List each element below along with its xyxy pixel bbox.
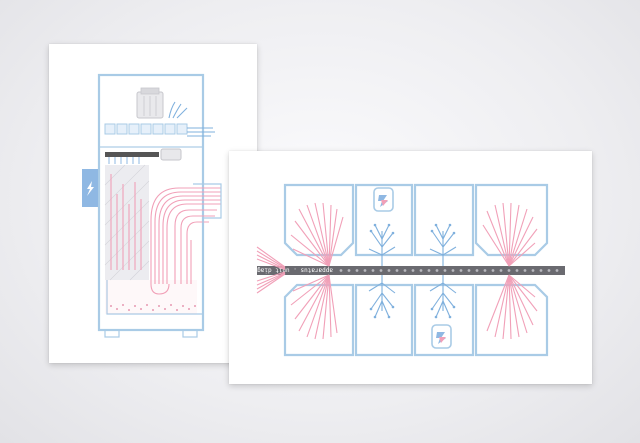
pink-fan-bottom-left bbox=[290, 274, 338, 340]
duct-flow-lines bbox=[150, 187, 221, 295]
belt-rollers bbox=[339, 269, 559, 272]
right-drawing-sheet: apparatus . unit diagram bbox=[229, 151, 592, 384]
emblem-icon bbox=[373, 187, 394, 212]
motor-icon bbox=[136, 87, 164, 119]
belt-label: apparatus . unit diagram bbox=[246, 267, 333, 274]
heat-flow-lines bbox=[110, 174, 142, 270]
left-drawing-sheet bbox=[49, 44, 257, 363]
emblem-icon bbox=[431, 324, 452, 349]
pink-fan-top-left bbox=[290, 202, 344, 267]
inlet-flow-lines bbox=[256, 246, 286, 294]
outlet-pipe bbox=[187, 127, 215, 137]
burner-icon bbox=[105, 148, 182, 164]
fan-icon bbox=[104, 123, 188, 135]
conveyor-belt bbox=[257, 266, 565, 275]
furnace-schematic bbox=[82, 73, 222, 338]
top-compartments bbox=[283, 183, 549, 257]
pink-fan-top-right bbox=[482, 202, 538, 267]
blue-tree-top-a bbox=[368, 224, 396, 266]
ash-bed bbox=[110, 304, 196, 311]
blue-tree-top-b bbox=[429, 224, 457, 266]
lightning-icon bbox=[82, 169, 98, 207]
foot-right bbox=[182, 329, 198, 338]
blue-tree-bottom-a bbox=[368, 275, 396, 318]
vent-lines bbox=[168, 101, 188, 119]
layout-schematic: apparatus . unit diagram bbox=[246, 183, 565, 357]
foot-left bbox=[104, 329, 120, 338]
return-duct bbox=[106, 183, 222, 315]
bottom-compartments bbox=[283, 283, 549, 357]
blue-tree-bottom-b bbox=[429, 275, 457, 318]
branch-tip-dots bbox=[369, 223, 456, 319]
heat-chamber-panel bbox=[105, 165, 149, 280]
upper-module-outline bbox=[98, 74, 204, 148]
plenum-area bbox=[105, 280, 197, 314]
pink-fan-bottom-right bbox=[486, 274, 538, 340]
